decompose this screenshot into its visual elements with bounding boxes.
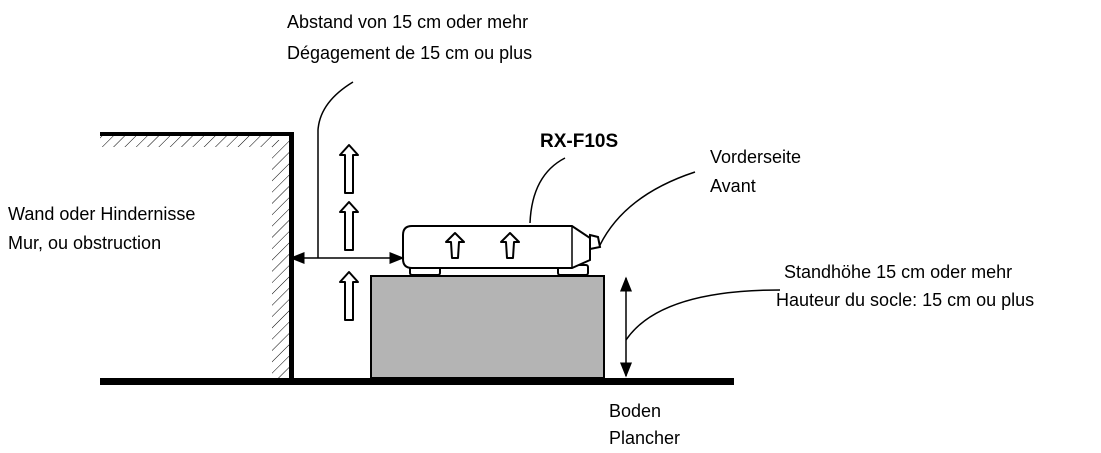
airflow-arrow-on-unit (500, 232, 520, 259)
airflow-arrow (339, 144, 359, 194)
floor-label-de: Boden (609, 401, 661, 421)
front-label-de: Vorderseite (710, 147, 801, 167)
stand-label-de: Standhöhe 15 cm oder mehr (784, 262, 1012, 282)
stand-height-dimension (620, 276, 781, 378)
clearance-label-fr: Dégagement de 15 cm ou plus (287, 43, 532, 63)
wall (100, 132, 294, 378)
stand-label-fr: Hauteur du socle: 15 cm ou plus (776, 290, 1034, 310)
wall-label-de: Wand oder Hindernisse (8, 204, 195, 224)
clearance-dimension (289, 81, 405, 264)
airflow-arrow (339, 201, 359, 251)
front-leader-line (599, 171, 696, 246)
model-label: RX-F10S (540, 131, 618, 152)
floor-label-fr: Plancher (609, 428, 680, 448)
front-label-fr: Avant (710, 176, 756, 196)
clearance-label-de: Abstand von 15 cm oder mehr (287, 12, 528, 32)
airflow-arrow (339, 271, 359, 321)
wall-label-fr: Mur, ou obstruction (8, 233, 161, 253)
floor (100, 378, 734, 385)
device-unit (402, 225, 602, 276)
model-leader-line (529, 157, 566, 224)
stand (370, 275, 605, 379)
airflow-arrow-on-unit (445, 232, 465, 259)
